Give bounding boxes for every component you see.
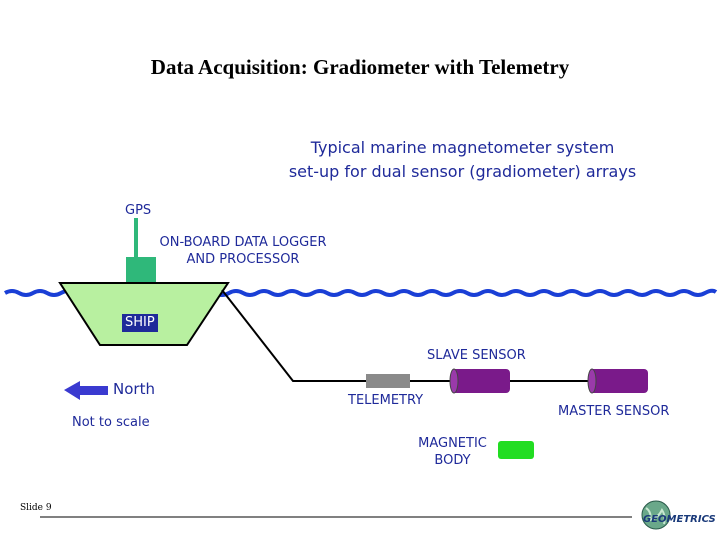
- subtitle-line-2: set-up for dual sensor (gradiometer) arr…: [288, 162, 637, 181]
- north-arrow-icon: [64, 381, 108, 400]
- master-sensor: [587, 368, 648, 394]
- magnetic-body: [498, 441, 534, 459]
- magnetic-body-label-line-1: MAGNETIC: [418, 436, 487, 451]
- geometrics-logo-text: GEOMETRICS: [643, 514, 716, 525]
- gps-label: GPS: [125, 203, 152, 218]
- magnetic-body-label-line-2: BODY: [434, 453, 471, 468]
- subtitle: Typical marine magnetometer system set-u…: [245, 136, 680, 184]
- tow-cable: [221, 289, 648, 382]
- gps-antenna-mast: [134, 218, 138, 258]
- slave-sensor: [449, 368, 510, 394]
- data-logger-box: [126, 257, 156, 283]
- ship-label: SHIP: [122, 314, 158, 332]
- subtitle-line-1: Typical marine magnetometer system: [310, 138, 615, 157]
- slide-number: Slide 9: [20, 503, 52, 513]
- data-logger-label: ON-BOARD DATA LOGGER AND PROCESSOR: [148, 234, 338, 268]
- data-logger-label-line-1: ON-BOARD DATA LOGGER: [159, 235, 327, 250]
- data-logger-label-line-2: AND PROCESSOR: [186, 252, 300, 267]
- master-sensor-label: MASTER SENSOR: [558, 404, 670, 419]
- slave-sensor-label: SLAVE SENSOR: [427, 348, 526, 363]
- geometrics-logo-globe: [641, 500, 671, 530]
- page-title: Data Acquisition: Gradiometer with Telem…: [150, 55, 570, 79]
- magnetic-body-label: MAGNETIC BODY: [405, 435, 500, 469]
- north-label: North: [113, 380, 155, 398]
- telemetry-label: TELEMETRY: [348, 393, 424, 408]
- telemetry-unit: [366, 374, 410, 388]
- not-to-scale-label: Not to scale: [72, 415, 150, 430]
